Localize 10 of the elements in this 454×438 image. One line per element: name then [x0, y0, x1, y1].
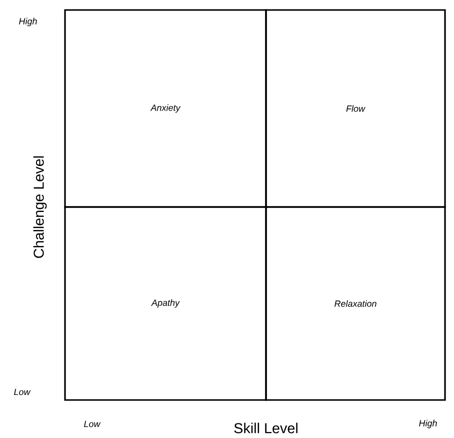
axis-label: Skill Level: [234, 422, 298, 434]
quadrant-box: Apathy: [64, 206, 267, 401]
quadrant-box: Flow: [265, 9, 446, 208]
axis-label: Low: [84, 420, 101, 428]
axis-label: High: [19, 18, 37, 26]
axis-label: High: [419, 420, 437, 428]
axis-label: Challenge Level: [33, 156, 47, 258]
quadrant-box: Anxiety: [64, 9, 267, 208]
quadrant-box: Relaxation: [265, 206, 446, 401]
axis-label: Low: [14, 388, 31, 396]
